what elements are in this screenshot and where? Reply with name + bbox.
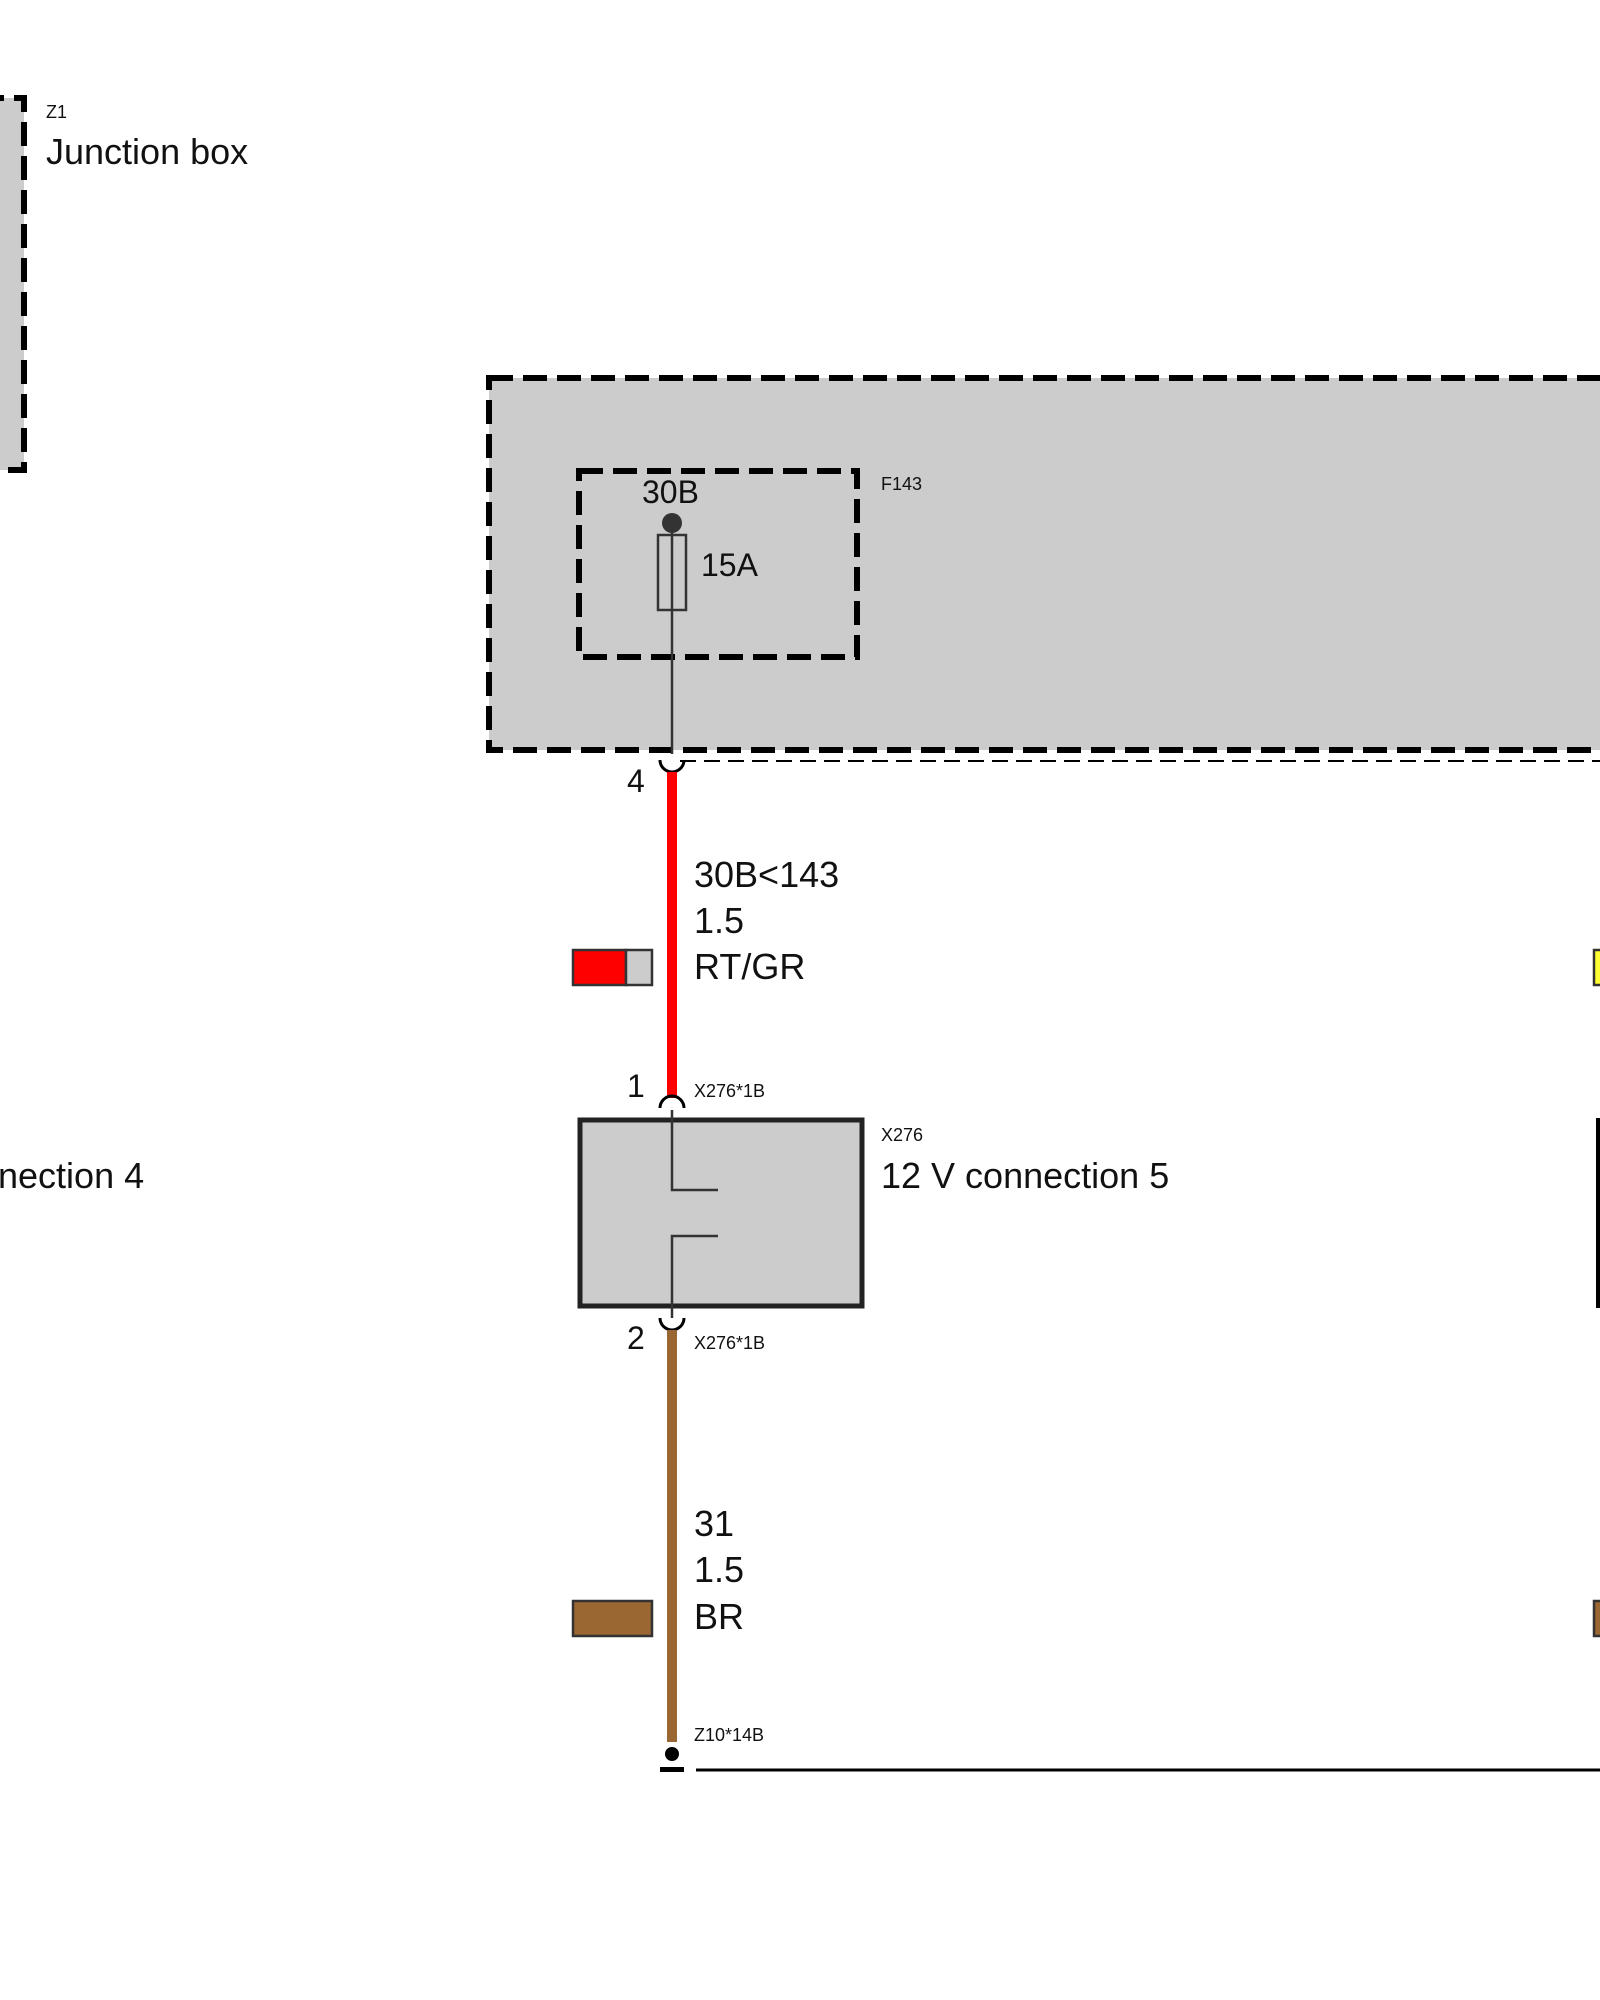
ground-splice-dot [665, 1747, 679, 1761]
wire-brown-cross-section: 1.5 [694, 1549, 744, 1590]
wire-red-cross-section: 1.5 [694, 900, 744, 941]
wire-red-color-code: RT/GR [694, 946, 805, 987]
ground-splice-bar [660, 1767, 684, 1772]
fuse-f143-box [576, 468, 860, 660]
wire-brown-signal: 31 [694, 1503, 734, 1544]
pin-2-label: 2 [627, 1320, 645, 1356]
connector-x276-box [577, 1117, 865, 1309]
pin-1-label: 1 [627, 1068, 645, 1104]
right-partial-yellow-swatch [1592, 948, 1600, 987]
connector-name: 12 V connection 5 [881, 1155, 1169, 1196]
pin-2-ref: X276*1B [694, 1333, 765, 1353]
junction-box-name: Junction box [46, 131, 248, 172]
fuse-id: F143 [881, 474, 922, 494]
left-connection-name: nection 4 [0, 1155, 144, 1196]
fuse-rating: 15A [701, 547, 759, 583]
wire-red-swatch-primary [571, 948, 628, 987]
fuse-terminal: 30B [642, 474, 699, 510]
ground-ref: Z10*14B [694, 1725, 764, 1745]
pin-1-ref: X276*1B [694, 1081, 765, 1101]
connector-inner-upper [670, 1110, 718, 1192]
wire-red-swatch-secondary [624, 948, 654, 987]
junction-box-id: Z1 [46, 102, 67, 122]
pin-1-terminal [658, 1094, 686, 1109]
connector-id: X276 [881, 1125, 923, 1145]
right-partial-brown-swatch [1592, 1599, 1600, 1638]
wire-brown-color-code: BR [694, 1596, 744, 1637]
junction-box-z1-outline [0, 95, 27, 473]
pin-2-terminal [658, 1317, 686, 1332]
wire-brown-swatch [571, 1599, 654, 1638]
connector-inner-lower [670, 1234, 718, 1318]
pin-4-label: 4 [627, 763, 645, 799]
wire-red-signal: 30B<143 [694, 854, 839, 895]
